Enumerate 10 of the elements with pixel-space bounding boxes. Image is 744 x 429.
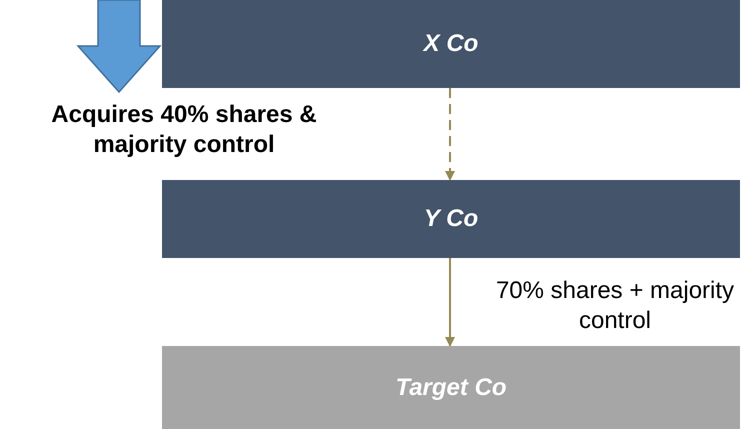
entity-box [162,0,740,88]
arrow [445,88,455,181]
entity-name: X Co [424,30,478,58]
arrow [445,258,455,347]
entity-box [162,346,740,429]
edge-label: 70% shares + majority control [494,276,736,336]
annotation-text: Acquires 40% shares & majority control [50,100,318,160]
entity-name: Target Co [395,374,507,402]
entity-box [162,180,740,258]
entity-name: Y Co [424,205,478,233]
